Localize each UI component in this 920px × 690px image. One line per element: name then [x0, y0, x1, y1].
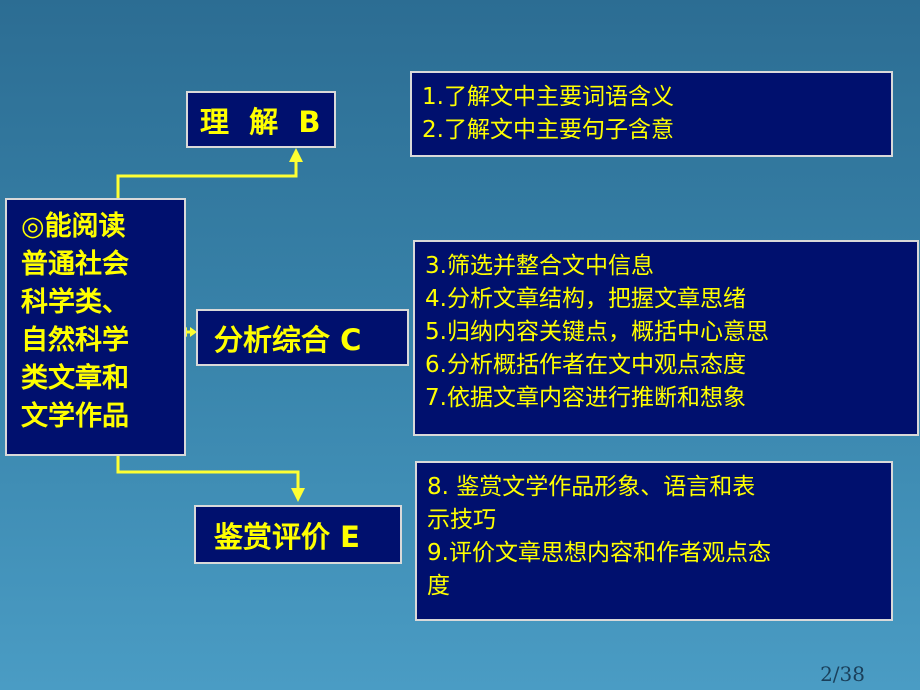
list-item: 3.筛选并整合文中信息 [425, 253, 654, 279]
list-item: 4.分析文章结构，把握文章思绪 [425, 286, 746, 312]
category-appreciation: 鉴赏评价 E [194, 505, 402, 564]
connector-to-understanding [116, 160, 298, 198]
arrowhead-appreciation [291, 488, 305, 502]
arrowhead-understanding [289, 148, 303, 162]
analysis-details: 3.筛选并整合文中信息 4.分析文章结构，把握文章思绪 5.归纳内容关键点，概括… [413, 240, 919, 436]
appreciation-details: 8. 鉴赏文学作品形象、语言和表 示技巧 9.评价文章思想内容和作者观点态 度 [415, 461, 893, 621]
root-box: ◎能阅读 普通社会 科学类、 自然科学 类文章和 文学作品 [5, 198, 186, 456]
connector-to-appreciation [116, 455, 300, 490]
list-item: 2.了解文中主要句子含意 [422, 117, 674, 143]
category-analysis: 分析综合 C [196, 309, 409, 366]
category-analysis-label: 分析综合 C [214, 322, 362, 357]
list-item: 1.了解文中主要词语含义 [422, 84, 674, 110]
list-item: 6.分析概括作者在文中观点态度 [425, 352, 746, 378]
list-item: 度 [427, 573, 450, 599]
arrowhead-analysis-right [190, 327, 197, 337]
list-item: 5.归纳内容关键点，概括中心意思 [425, 319, 769, 345]
understanding-details: 1.了解文中主要词语含义 2.了解文中主要句子含意 [410, 71, 893, 157]
list-item: 8. 鉴赏文学作品形象、语言和表 [427, 474, 756, 500]
list-item: 7.依据文章内容进行推断和想象 [425, 385, 746, 411]
category-understanding-label: 理 解 B [200, 104, 321, 139]
category-understanding: 理 解 B [186, 91, 336, 148]
list-item: 示技巧 [427, 507, 496, 533]
list-item: 9.评价文章思想内容和作者观点态 [427, 540, 771, 566]
target-symbol-icon: ◎ [21, 211, 45, 242]
category-appreciation-label: 鉴赏评价 E [214, 519, 360, 554]
root-label: ◎能阅读 普通社会 科学类、 自然科学 类文章和 文学作品 [21, 211, 129, 432]
page-number: 2/38 [820, 662, 865, 686]
